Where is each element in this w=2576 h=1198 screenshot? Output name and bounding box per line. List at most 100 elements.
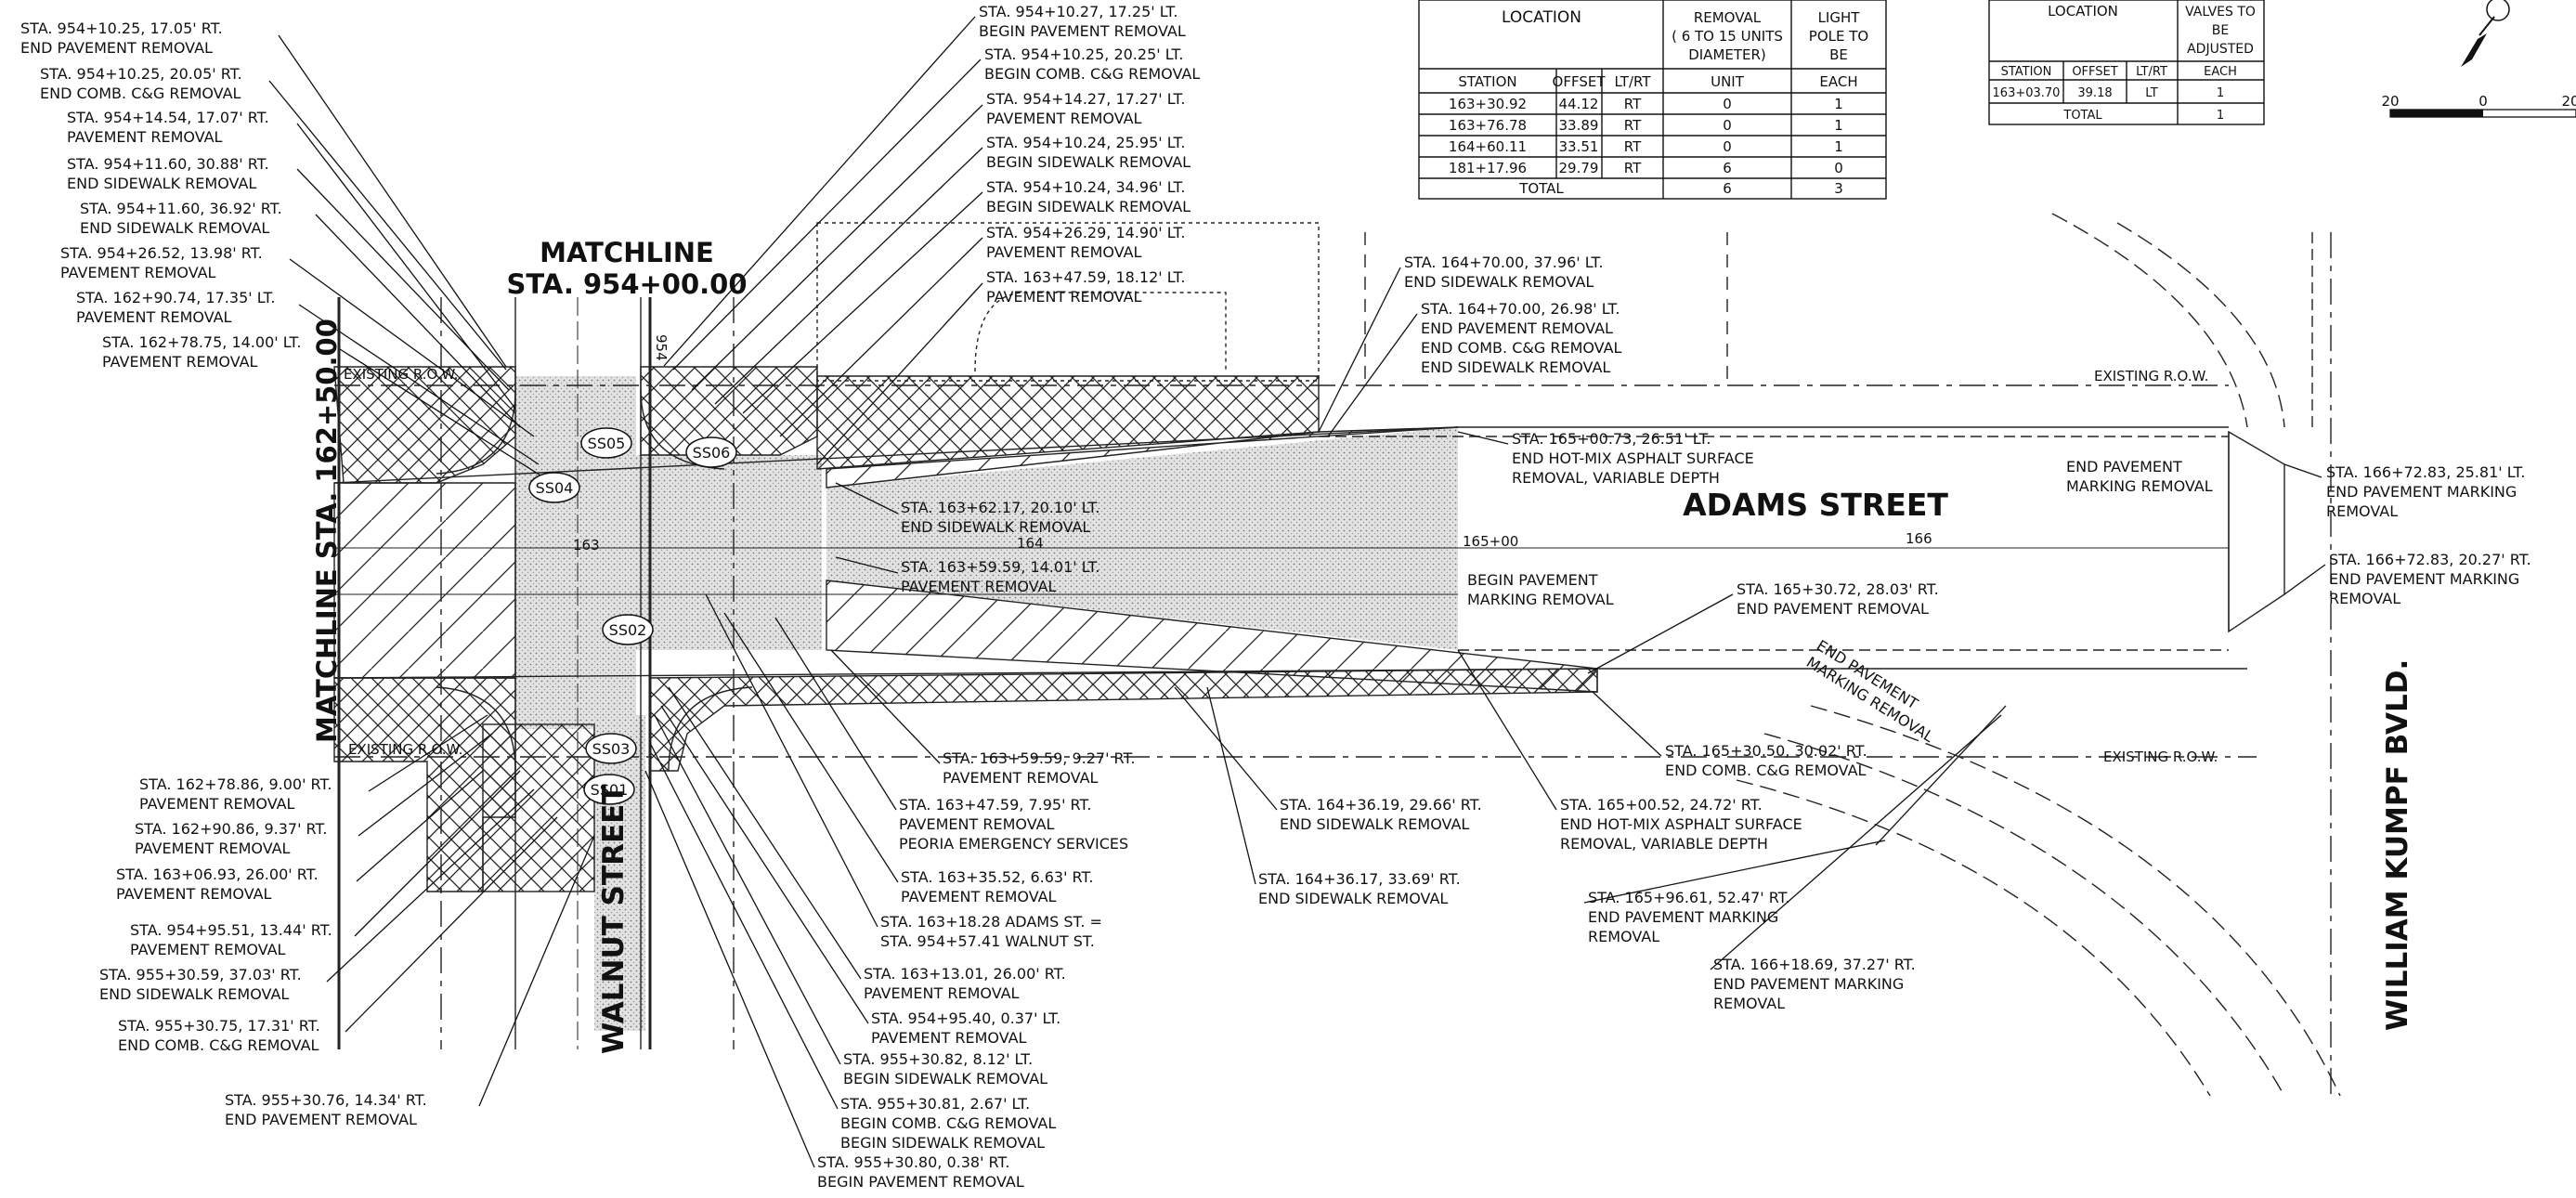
leader-lines [268, 16, 2326, 1168]
callout-b07: STA. 955+30.82, 8.12' LT. BEGIN SIDEWALK … [843, 1050, 1047, 1087]
callout-line: PAVEMENT REMOVAL [116, 885, 272, 903]
marker-label: SS03 [592, 740, 631, 758]
callout-line: END SIDEWALK REMOVAL [1421, 358, 1610, 376]
callout-b01: STA. 163+59.59, 9.27' RT.PAVEMENT REMOVA… [943, 749, 1135, 787]
kumpf-ne-curve [2051, 213, 2248, 428]
callout-m06: STA. 166+18.69, 37.27' RT. END PAVEMENT M… [1713, 956, 1916, 1012]
callout-line: REMOVAL [1588, 928, 1659, 945]
table1-cell: RT [1624, 117, 1642, 134]
callout-l08: STA. 162+78.75, 14.00' LT.PAVEMENT REMOV… [102, 333, 301, 371]
station-166: 166 [1906, 530, 1932, 547]
station-163: 163 [573, 537, 600, 553]
leader-line [345, 816, 558, 1033]
callout-line: STA. 954+14.54, 17.07' RT. [67, 109, 269, 126]
callout-r02: STA. 164+70.00, 26.98' LT.END PAVEMENT R… [1421, 300, 1622, 376]
leader-line [289, 258, 535, 437]
callout-line: STA. 166+18.69, 37.27' RT. [1713, 956, 1916, 973]
table2-valves-3: ADJUSTED [2187, 42, 2254, 57]
leader-line [296, 123, 516, 410]
table1-subheader: LT/RT [1614, 73, 1651, 90]
callout-line: END COMB. C&G REMOVAL [1421, 339, 1622, 357]
marker-label: SS05 [588, 435, 626, 452]
callout-line: STA. 163+59.59, 9.27' RT. [943, 749, 1135, 767]
table1-removal-2: ( 6 TO 15 UNITS [1672, 28, 1783, 45]
leader-line [1587, 593, 1734, 674]
leader-line [2283, 463, 2322, 478]
callout-l05: STA. 954+11.60, 36.92' RT.END SIDEWALK R… [80, 200, 282, 237]
callout-t06: STA. 954+26.29, 14.90' LT.PAVEMENT REMOV… [986, 224, 1185, 261]
marker-ss04: SS04 [528, 472, 580, 503]
leader-line [296, 168, 510, 391]
callout-line: STA. 162+90.86, 9.37' RT. [135, 820, 327, 838]
callout-w07: STA. 955+30.76, 14.34' RT.END PAVEMENT R… [225, 1091, 427, 1128]
taper-east [2228, 430, 2285, 633]
leader-line [742, 191, 983, 414]
callout-line: REMOVAL [2329, 590, 2400, 607]
callout-line: STA. 955+30.82, 8.12' LT. [843, 1050, 1033, 1068]
callout-line: PAVEMENT REMOVAL [67, 128, 223, 146]
callout-t07: STA. 163+47.59, 18.12' LT.PAVEMENT REMOV… [986, 268, 1185, 306]
callout-line: STA. 165+00.73, 26.51' LT. [1512, 430, 1711, 448]
callout-line: PAVEMENT REMOVAL [135, 840, 291, 857]
leader-line [326, 788, 535, 983]
callout-b05: STA. 163+13.01, 26.00' RT.PAVEMENT REMOV… [864, 965, 1066, 1002]
callout-line: BEGIN PAVEMENT REMOVAL [817, 1173, 1024, 1191]
callout-line: STA. 954+11.60, 36.92' RT. [80, 200, 282, 217]
callout-line: STA. 954+95.40, 0.37' LT. [871, 1009, 1060, 1027]
leader-line [268, 80, 507, 371]
table1-cell: 0 [1723, 96, 1732, 112]
adams-street-title: ADAMS STREET [1683, 487, 1948, 523]
leader-line [368, 714, 488, 792]
station-164: 164 [1017, 535, 1044, 552]
callout-line: PAVEMENT REMOVAL [899, 815, 1055, 833]
matchline-left-title: MATCHLINE STA. 162+50.00 [311, 319, 343, 743]
callout-line: BEGIN SIDEWALK REMOVAL [843, 1070, 1047, 1087]
callout-line: STA. 163+13.01, 26.00' RT. [864, 965, 1066, 983]
table1-cell: RT [1624, 96, 1642, 112]
callout-line: END PAVEMENT MARKING [1713, 975, 1904, 993]
callout-line: STA. 166+72.83, 20.27' RT. [2329, 551, 2531, 568]
valve-table [1988, 0, 2265, 125]
callout-line: PAVEMENT REMOVAL [864, 984, 1020, 1002]
callout-m04: STA. 165+00.52, 24.72' RT.END HOT-MIX AS… [1560, 796, 1802, 853]
leader-line [339, 348, 553, 484]
callout-line: END SIDEWALK REMOVAL [99, 985, 289, 1003]
leader-line [691, 104, 983, 391]
callout-l06: STA. 954+26.52, 13.98' RT.PAVEMENT REMOV… [60, 244, 263, 281]
callout-line: PAVEMENT REMOVAL [60, 264, 216, 281]
callout-line: END PAVEMENT REMOVAL [1421, 319, 1613, 337]
callout-line: STA. 954+14.27, 17.27' LT. [986, 90, 1185, 108]
leader-line [816, 282, 983, 465]
callout-r03: STA. 165+00.73, 26.51' LT.END HOT-MIX AS… [1512, 430, 1754, 487]
callout-line: PEORIA EMERGENCY SERVICES [899, 835, 1128, 853]
callout-line: STA. 163+47.59, 18.12' LT. [986, 268, 1185, 286]
callout-line: BEGIN SIDEWALK REMOVAL [986, 198, 1190, 215]
callout-line: PAVEMENT REMOVAL [986, 243, 1142, 261]
leader-line [705, 593, 878, 928]
marker-ss01: SS01 [583, 774, 635, 805]
leader-line [649, 742, 839, 1110]
callout-line: END SIDEWALK REMOVAL [67, 175, 256, 192]
callout-m01: STA. 164+36.19, 29.66' RT.END SIDEWALK R… [1280, 796, 1482, 833]
leader-line [644, 770, 815, 1168]
table2-valves-1: VALVES TO [2185, 5, 2256, 20]
leader-line [278, 34, 507, 368]
table1-subheader: UNIT [1711, 73, 1745, 90]
marker-ss06: SS06 [685, 436, 737, 468]
callout-line: END SIDEWALK REMOVAL [1404, 273, 1594, 291]
callout-line: END PAVEMENT REMOVAL [225, 1111, 417, 1128]
leader-line [1174, 686, 1278, 811]
callout-r08: STA. 165+30.72, 28.03' RT.END PAVEMENT R… [1737, 580, 1939, 618]
light-pole-table [1418, 0, 1887, 200]
callout-line: STA. 954+11.60, 30.88' RT. [67, 155, 269, 173]
table1-cell: 181+17.96 [1449, 160, 1527, 176]
leader-line [779, 237, 983, 437]
callout-t05: STA. 954+10.24, 34.96' LT.BEGIN SIDEWALK… [986, 178, 1190, 215]
callout-line: BEGIN PAVEMENT [1467, 571, 1598, 589]
table2-subheader: LT/RT [2136, 65, 2167, 79]
callout-line: STA. 163+62.17, 20.10' LT. [901, 499, 1099, 516]
callout-line: END SIDEWALK REMOVAL [1258, 890, 1448, 907]
leader-line [1592, 691, 1662, 757]
callout-line: STA. 955+30.75, 17.31' RT. [118, 1017, 320, 1035]
